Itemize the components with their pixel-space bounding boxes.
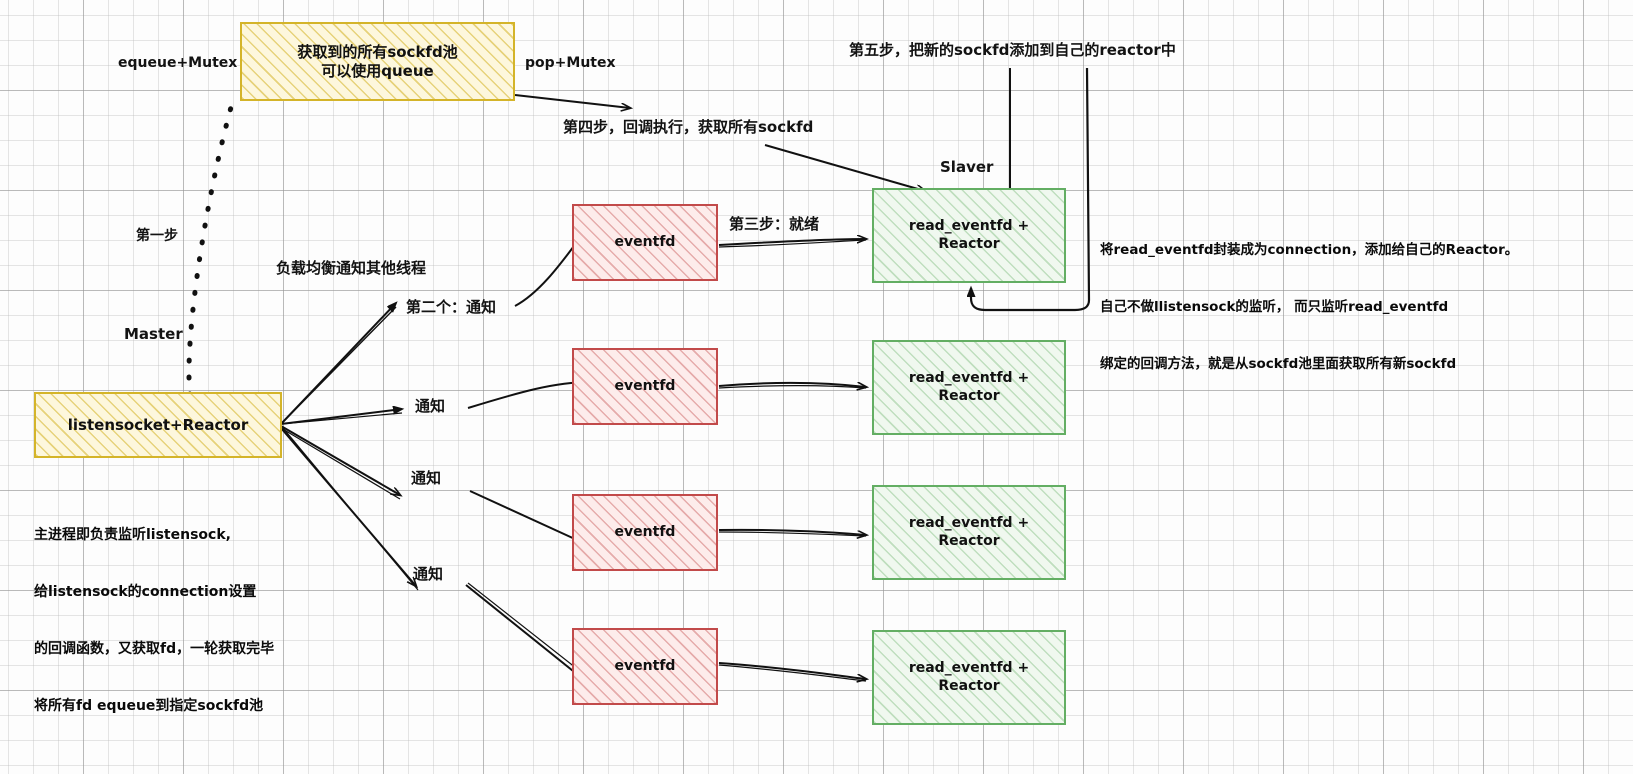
edge-notify3-to-eventfd3 (469, 490, 588, 545)
edge-eventfd3-to-reactor3 (718, 528, 866, 536)
edge-pool-to-step-four (514, 94, 630, 108)
edge-eventfd2-to-reactor2 (718, 381, 866, 388)
node-sockfd-pool[interactable]: 获取到的所有sockfd池 可以使用queue (240, 22, 515, 101)
label-notify-4: 通知 (413, 565, 444, 583)
hatch-fill (874, 632, 1064, 723)
node-reactor-4-line2: Reactor (938, 677, 1000, 694)
hatch-fill (574, 630, 716, 703)
node-reactor-1-line1: read_eventfd + (908, 218, 1030, 234)
node-eventfd-3-label: eventfd (614, 523, 676, 540)
label-load-balance: 负载均衡通知其他线程 (276, 259, 427, 277)
edge-eventfd4-to-reactor4 (718, 662, 866, 681)
edge-fanout-4 (280, 427, 419, 591)
label-step-one: 第一步 (136, 228, 178, 244)
node-reactor-1-line2: Reactor (938, 235, 1000, 252)
hatch-fill (574, 206, 716, 279)
label-notify-2: 通知 (415, 397, 446, 415)
edge-fanout-2 (280, 409, 402, 425)
node-eventfd-4-label: eventfd (614, 657, 676, 674)
node-reactor-2-line1: read_eventfd + (908, 370, 1030, 386)
node-sockfd-pool-line2: 可以使用queue (321, 61, 434, 80)
node-sockfd-pool-line1: 获取到的所有sockfd池 (297, 42, 458, 61)
label-equeue-mutex: equeue+Mutex (118, 55, 238, 71)
hatch-fill (874, 342, 1064, 433)
label-notify-3: 通知 (411, 469, 442, 487)
node-eventfd-2-label: eventfd (614, 377, 676, 394)
edge-fanout-1 (280, 303, 396, 425)
node-reactor-3-line2: Reactor (938, 532, 1000, 549)
annotation-right-line-2: 自己不做llistensock的监听， 而只监听read_eventfd (1100, 299, 1449, 315)
node-reactor-3[interactable]: read_eventfd + Reactor (872, 485, 1066, 580)
annotation-bottom-left: 主进程即负责监听listensock, 给listensock的connecti… (34, 488, 274, 754)
edge-eventfd1-to-reactor1 (718, 239, 866, 248)
label-step-two-notify: 第二个：通知 (406, 298, 497, 316)
label-step-three: 第三步：就绪 (729, 215, 820, 233)
node-listensocket[interactable]: listensocket+Reactor (34, 392, 282, 458)
annotation-bottom-left-line-3: 的回调函数，又获取fd，一轮获取完毕 (34, 641, 275, 657)
hatch-fill (574, 350, 716, 423)
annotation-right-line-3: 绑定的回调方法，就是从sockfd池里面获取所有新sockfd (1100, 356, 1457, 372)
annotation-bottom-left-line-1: 主进程即负责监听listensock, (34, 527, 231, 543)
node-reactor-4-line1: read_eventfd + (908, 660, 1030, 676)
hatch-fill (874, 487, 1064, 578)
label-step-five: 第五步，把新的sockfd添加到自己的reactor中 (849, 41, 1176, 59)
node-listensocket-label: listensocket+Reactor (67, 415, 249, 434)
edge-listensocket-to-pool (186, 97, 236, 398)
edge-fanout-3 (280, 425, 400, 500)
label-master: Master (124, 325, 183, 343)
node-eventfd-1[interactable]: eventfd (572, 204, 718, 281)
node-reactor-4[interactable]: read_eventfd + Reactor (872, 630, 1066, 725)
annotation-right-line-1: 将read_eventfd封装成为connection，添加给自己的Reacto… (1100, 242, 1519, 258)
node-reactor-2-line2: Reactor (938, 387, 1000, 404)
node-eventfd-4[interactable]: eventfd (572, 628, 718, 705)
annotation-bottom-left-line-4: 将所有fd equeue到指定sockfd池 (34, 698, 264, 714)
node-reactor-2[interactable]: read_eventfd + Reactor (872, 340, 1066, 435)
hatch-fill (574, 496, 716, 569)
label-step-four: 第四步，回调执行，获取所有sockfd (563, 118, 814, 136)
node-reactor-1[interactable]: read_eventfd + Reactor (872, 188, 1066, 283)
hatch-fill (36, 394, 280, 456)
hatch-fill (242, 24, 513, 99)
label-pop-mutex: pop+Mutex (525, 55, 616, 71)
node-eventfd-2[interactable]: eventfd (572, 348, 718, 425)
node-eventfd-3[interactable]: eventfd (572, 494, 718, 571)
annotation-right: 将read_eventfd封装成为connection，添加给自己的Reacto… (1100, 203, 1518, 412)
node-reactor-3-line1: read_eventfd + (908, 515, 1030, 531)
label-slaver: Slaver (940, 158, 994, 176)
edge-step-four-to-reactor1 (764, 144, 925, 191)
node-eventfd-1-label: eventfd (614, 233, 676, 250)
annotation-bottom-left-line-2: 给listensock的connection设置 (34, 584, 257, 600)
